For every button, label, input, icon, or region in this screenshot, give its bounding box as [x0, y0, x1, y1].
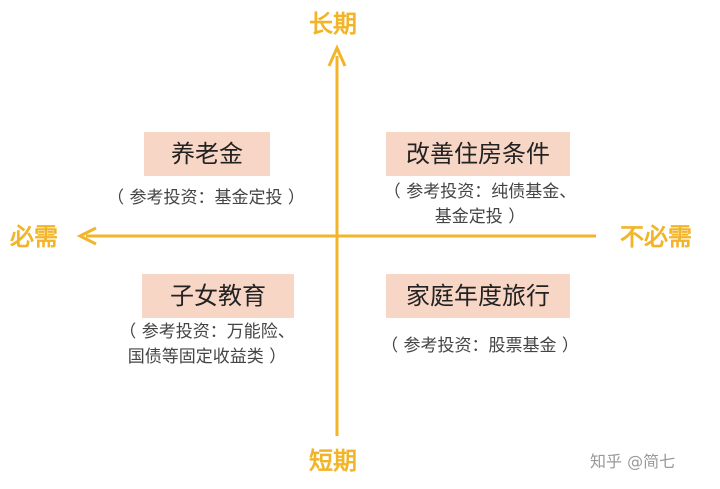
axis-label-necessary: 必需 — [10, 223, 58, 251]
note-line: （ 参考投资：基金定投 ） — [107, 188, 305, 208]
quadrant-title-pension: 养老金 — [144, 132, 270, 176]
note-line: （ 参考投资：纯债基金、 — [383, 182, 577, 202]
quadrant-title-travel: 家庭年度旅行 — [386, 274, 570, 318]
axis-label-short-term: 短期 — [309, 447, 357, 475]
note-line: 基金定投 ） — [434, 207, 526, 227]
axis-label-unnecessary: 不必需 — [620, 223, 692, 251]
quadrant-note-pension: （ 参考投资：基金定投 ） — [96, 186, 316, 211]
up-arrowhead — [327, 44, 347, 67]
left-arrowhead — [76, 226, 97, 246]
note-line: 国债等固定收益类 ） — [127, 347, 287, 367]
axis-label-long-term: 长期 — [309, 10, 357, 38]
note-line: （ 参考投资：股票基金 ） — [381, 336, 579, 356]
quadrant-title-housing: 改善住房条件 — [386, 132, 570, 176]
quadrant-title-education: 子女教育 — [142, 274, 294, 318]
note-line: （ 参考投资：万能险、 — [119, 322, 295, 342]
watermark: 知乎 @简七 — [590, 452, 676, 471]
quadrant-note-travel: （ 参考投资：股票基金 ） — [362, 334, 598, 359]
quadrant-note-education: （ 参考投资：万能险、 国债等固定收益类 ） — [102, 320, 312, 370]
quadrant-note-housing: （ 参考投资：纯债基金、 基金定投 ） — [362, 180, 598, 230]
